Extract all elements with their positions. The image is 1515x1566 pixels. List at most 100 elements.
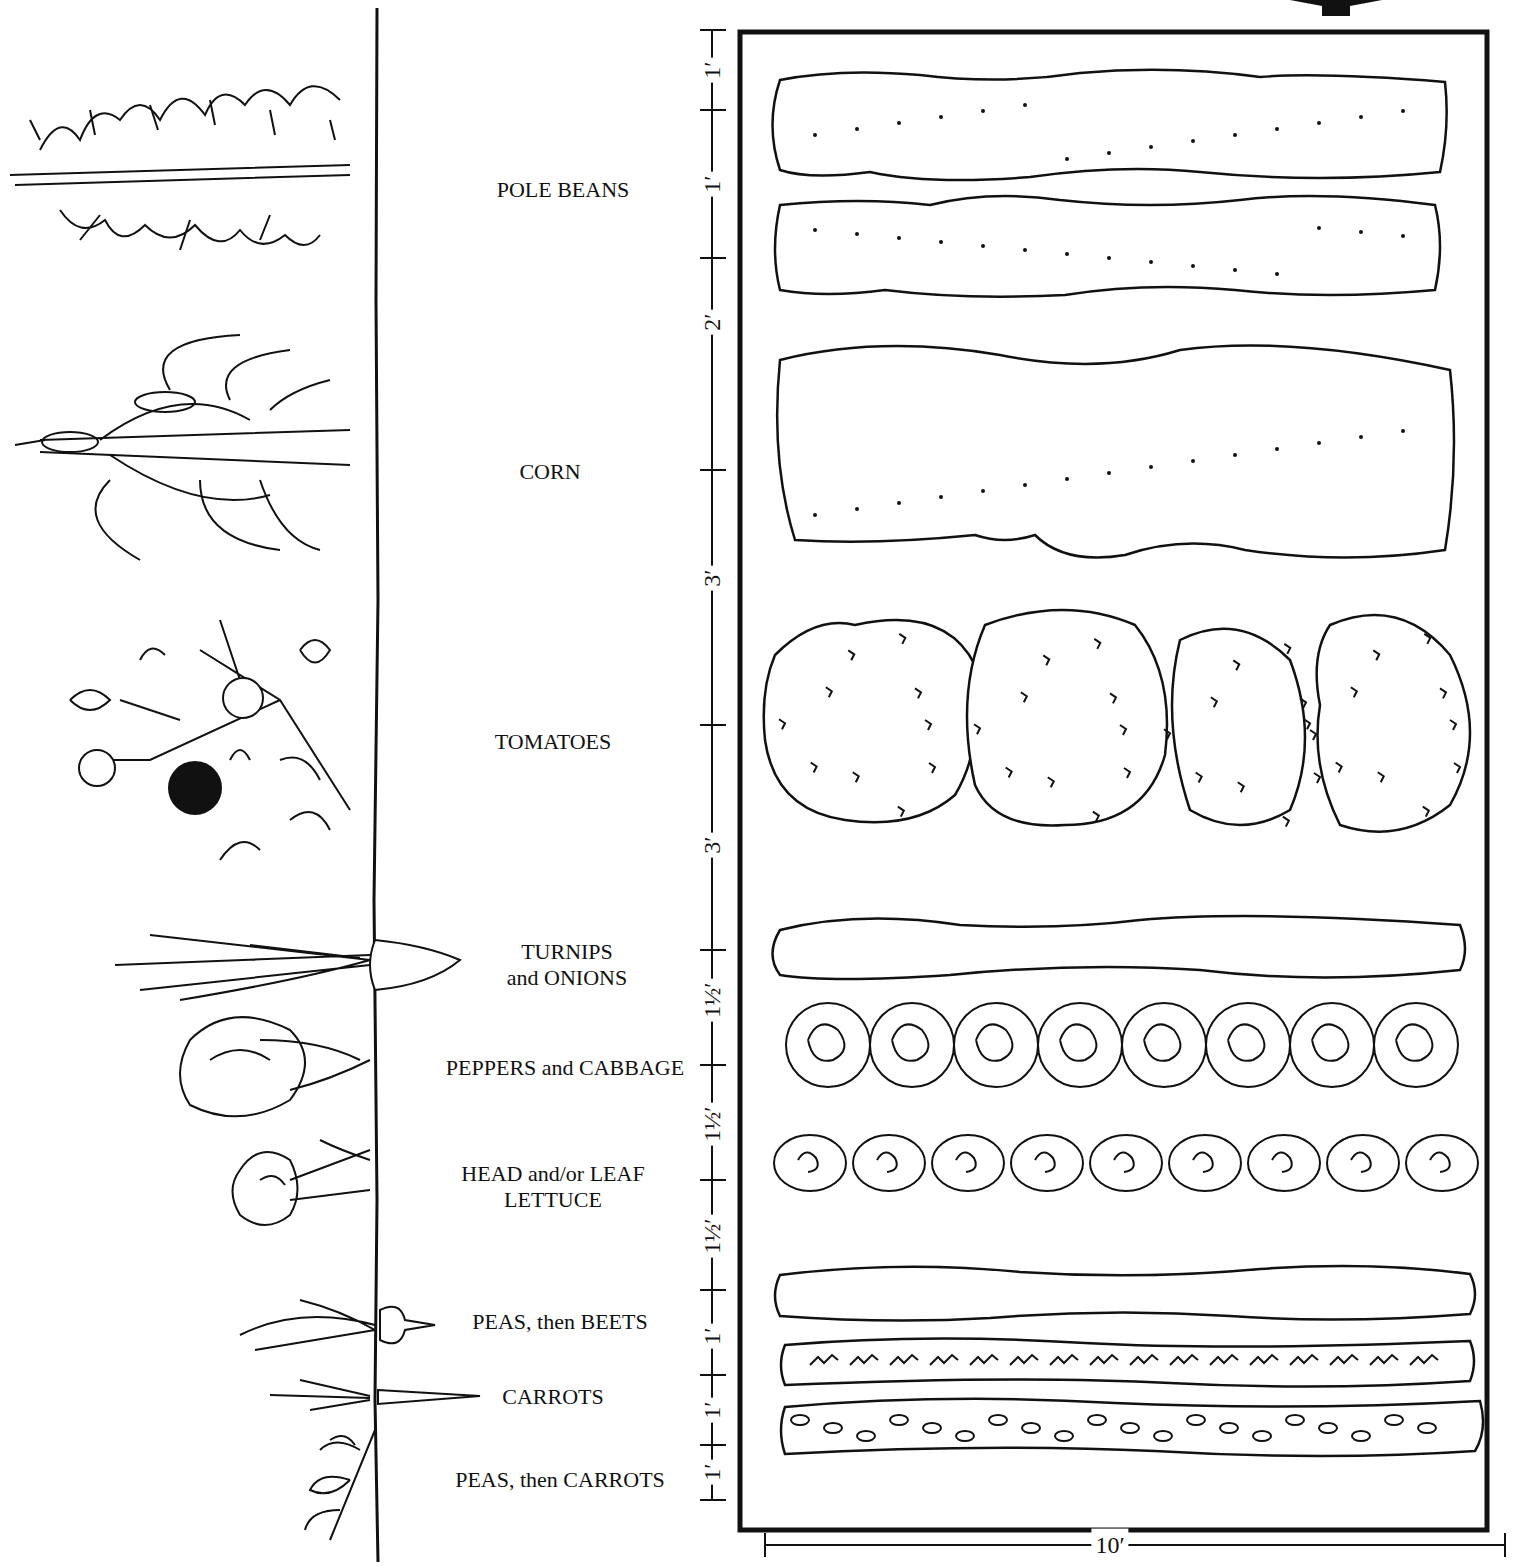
seed-dot bbox=[1275, 127, 1279, 131]
seed-dot bbox=[1107, 256, 1111, 260]
cabbage-head bbox=[1206, 1003, 1290, 1087]
seed-dot bbox=[1233, 453, 1237, 457]
lettuce-leaf bbox=[798, 1152, 818, 1172]
seed-dot bbox=[855, 232, 859, 236]
foliage-hatch bbox=[1310, 730, 1316, 740]
foliage-hatch bbox=[1373, 650, 1379, 660]
seed-dot bbox=[939, 240, 943, 244]
plant-name: CARROTS bbox=[502, 1384, 603, 1410]
foliage-hatch bbox=[925, 720, 931, 730]
seed-dot bbox=[1317, 121, 1321, 125]
seed-dot bbox=[1401, 429, 1405, 433]
row-texture bbox=[774, 103, 1478, 1441]
north-marker bbox=[1290, 0, 1382, 16]
dimension-label: 1′ bbox=[696, 1397, 729, 1422]
seedling-mark bbox=[930, 1355, 958, 1365]
cabbage-leaf bbox=[1144, 1024, 1180, 1060]
plant-name: HEAD and/or LEAF LETTUCE bbox=[451, 1161, 656, 1214]
cabbage-leaf bbox=[808, 1024, 844, 1060]
foliage-hatch bbox=[826, 687, 832, 697]
seed-dot bbox=[897, 501, 901, 505]
foliage-hatch bbox=[848, 650, 854, 660]
foliage-hatch bbox=[1351, 687, 1357, 697]
foliage-hatch bbox=[1021, 692, 1027, 702]
cabbage-leaf bbox=[1396, 1024, 1432, 1060]
foliage-hatch bbox=[1124, 768, 1130, 778]
foliage-hatch bbox=[1238, 782, 1244, 792]
lettuce-head bbox=[853, 1135, 925, 1191]
seed-dot bbox=[1191, 459, 1195, 463]
foliage-hatch bbox=[1300, 698, 1306, 708]
seed-dot bbox=[1401, 109, 1405, 113]
seed-dot bbox=[1023, 103, 1027, 107]
foliage-hatch bbox=[1283, 817, 1289, 827]
seedling-mark bbox=[1010, 1355, 1038, 1365]
seed-dot bbox=[1065, 252, 1069, 256]
cabbage-leaf bbox=[892, 1024, 928, 1060]
foliage-hatch bbox=[1093, 812, 1099, 822]
seed-dot bbox=[1191, 139, 1195, 143]
foliage-hatch bbox=[974, 724, 980, 734]
foliage-hatch bbox=[853, 772, 859, 782]
seedling-mark bbox=[1370, 1355, 1398, 1365]
seed-dot bbox=[1317, 226, 1321, 230]
lettuce-head bbox=[774, 1135, 846, 1191]
seed-dot bbox=[1359, 230, 1363, 234]
cabbage-leaf bbox=[976, 1024, 1012, 1060]
cabbage-head bbox=[1290, 1003, 1374, 1087]
cabbage-leaf bbox=[1060, 1024, 1096, 1060]
dimension-label: 1′ bbox=[696, 1459, 729, 1484]
pea-pod bbox=[1022, 1423, 1040, 1433]
seed-dot bbox=[1191, 264, 1195, 268]
seed-dot bbox=[1023, 483, 1027, 487]
seed-dot bbox=[1233, 268, 1237, 272]
foliage-hatch bbox=[1120, 725, 1126, 735]
foliage-hatch bbox=[1110, 693, 1116, 703]
seed-dot bbox=[813, 228, 817, 232]
foliage-hatch bbox=[1424, 634, 1430, 644]
seed-dot bbox=[1065, 157, 1069, 161]
seed-dot bbox=[1065, 477, 1069, 481]
seed-dot bbox=[1275, 272, 1279, 276]
pea-pod bbox=[1187, 1415, 1205, 1425]
foliage-hatch bbox=[1284, 644, 1290, 654]
foliage-hatch bbox=[1454, 763, 1460, 773]
dimension-label: 1½′ bbox=[696, 978, 729, 1021]
foliage-hatch bbox=[1094, 639, 1100, 649]
pea-pod bbox=[1385, 1415, 1403, 1425]
pea-pod bbox=[791, 1415, 809, 1425]
foliage-hatch bbox=[779, 719, 785, 729]
seedling-mark bbox=[890, 1355, 918, 1365]
foliage-hatch bbox=[899, 634, 905, 644]
seedling-mark bbox=[970, 1355, 998, 1365]
seed-dot bbox=[1401, 234, 1405, 238]
lettuce-head bbox=[1327, 1135, 1399, 1191]
turnip-plant bbox=[115, 935, 460, 1000]
seed-dot bbox=[897, 121, 901, 125]
seed-dot bbox=[1317, 441, 1321, 445]
seedling-mark bbox=[1050, 1355, 1078, 1365]
foliage-hatch bbox=[915, 688, 921, 698]
plant-name: TURNIPS and ONIONS bbox=[505, 939, 630, 992]
pea-plant bbox=[305, 1430, 375, 1540]
seedling-mark bbox=[1170, 1355, 1198, 1365]
dimension-label: 2′ bbox=[696, 309, 729, 334]
plant-name: TOMATOES bbox=[495, 729, 612, 755]
lettuce-head bbox=[1090, 1135, 1162, 1191]
plant-name: PEAS, then BEETS bbox=[472, 1309, 647, 1335]
seed-dot bbox=[1359, 115, 1363, 119]
seed-dot bbox=[939, 495, 943, 499]
dimension-label: 1′ bbox=[696, 57, 729, 82]
cabbage-head bbox=[870, 1003, 954, 1087]
seed-dot bbox=[1107, 471, 1111, 475]
seedling-mark bbox=[1210, 1355, 1238, 1365]
seed-dot bbox=[1149, 465, 1153, 469]
pea-pod bbox=[1220, 1423, 1238, 1433]
dimension-label: 1′ bbox=[696, 171, 729, 196]
pea-pod bbox=[1352, 1431, 1370, 1441]
cabbage-head bbox=[1038, 1003, 1122, 1087]
cabbage-head bbox=[954, 1003, 1038, 1087]
beet-plant bbox=[240, 1300, 435, 1350]
lettuce-plant bbox=[233, 1140, 371, 1225]
